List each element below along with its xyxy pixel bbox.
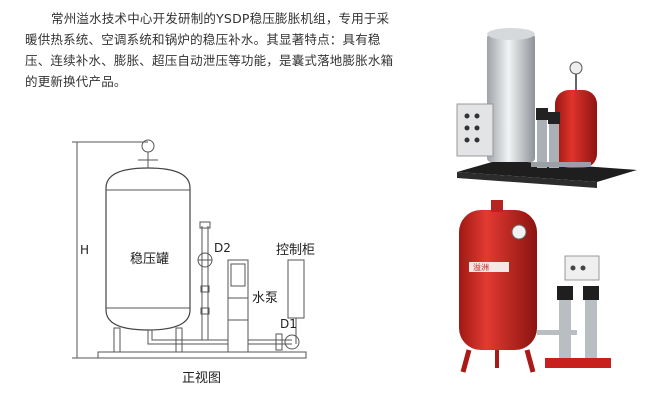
tank-label: 稳压罐 [130,251,169,267]
control-panel-top [456,103,494,157]
control-cabinet [287,259,305,319]
water-pump [227,259,249,353]
front-view-diagram: H 稳压罐 D2 控制柜 水泵 D1 正视图 [72,139,315,386]
red-expansion-tank-top [555,90,597,168]
pump-base [545,358,611,368]
height-label: H [80,243,89,257]
red-expansion-tank-bottom [459,210,537,350]
pressure-gauge [141,139,155,153]
unit-photo-top [456,28,637,188]
intro-paragraph: 常州溢水技术中心开发研制的YSDP稳压膨胀机组，专用于采暖供热系统、空调系统和锅… [25,11,394,89]
base-frame [97,351,307,359]
tank-body [105,167,191,331]
tank-brand-label: 溢洲 [473,262,489,272]
stainless-tank [487,34,535,162]
d1-outlet [284,334,300,350]
pump-label: 水泵 [252,291,278,306]
d1-label: D1 [280,317,297,331]
control-cabinet-label: 控制柜 [276,243,315,258]
unit-photo-bottom: 溢洲 [459,200,611,373]
d2-label: D2 [214,241,231,255]
diagram-caption: 正视图 [182,371,221,386]
